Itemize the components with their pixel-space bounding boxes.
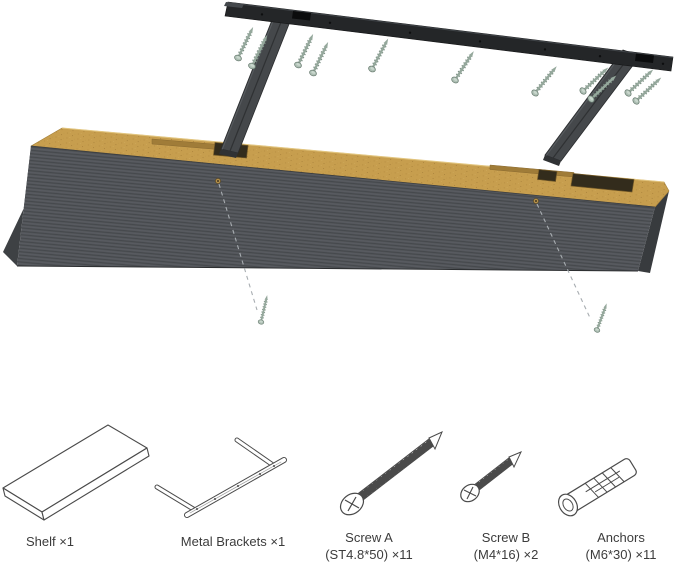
anchors-spec: (M6*30) ×11 <box>585 547 657 562</box>
right-bracket-slot <box>570 173 635 193</box>
shelf-right-end-face <box>638 191 669 273</box>
bracket-rail <box>224 1 674 72</box>
screw-b-part-icon <box>460 451 522 503</box>
metal-brackets-part-label: Metal Brackets ×1 <box>180 534 286 549</box>
screw-b-right <box>591 300 612 335</box>
exploded-shelf-diagram <box>3 1 674 335</box>
shelf-left-end-face <box>3 128 62 266</box>
rail-keyhole-right <box>635 53 654 63</box>
metal-brackets-part-icon <box>154 437 287 518</box>
shelf-part-icon <box>2 424 150 521</box>
screw-b-name: Screw B <box>481 530 531 545</box>
screw-b-left <box>255 292 272 327</box>
anchors-part-icon <box>557 458 637 517</box>
screw-b-spec: (M4*16) ×2 <box>473 547 539 562</box>
bracket-arm-right <box>543 49 641 166</box>
screw-b-part-label: Screw B (M4*16) ×2 <box>474 529 539 563</box>
screw-a-part-icon <box>339 431 443 516</box>
right-face-screw-hole <box>533 198 539 204</box>
anchors-name: Anchors <box>597 530 645 545</box>
right-dashed-guide-line <box>536 203 592 321</box>
shelf-part-label: Shelf ×1 <box>25 534 75 549</box>
left-face-screw-hole <box>215 178 221 184</box>
screw-a-spec: (ST4.8*50) ×11 <box>325 547 413 562</box>
left-dashed-guide-line <box>218 183 258 311</box>
screw-a-part-label: Screw A (ST4.8*50) ×11 <box>325 529 413 563</box>
right-small-slot <box>537 169 558 182</box>
bracket-arm-left <box>219 9 294 158</box>
shelf-board <box>3 127 670 273</box>
rail-keyhole-left <box>292 11 311 21</box>
anchors-part-label: Anchors (M6*30) ×11 <box>586 529 657 563</box>
screw-a-name: Screw A <box>345 530 393 545</box>
shelf-front-face <box>17 146 655 271</box>
